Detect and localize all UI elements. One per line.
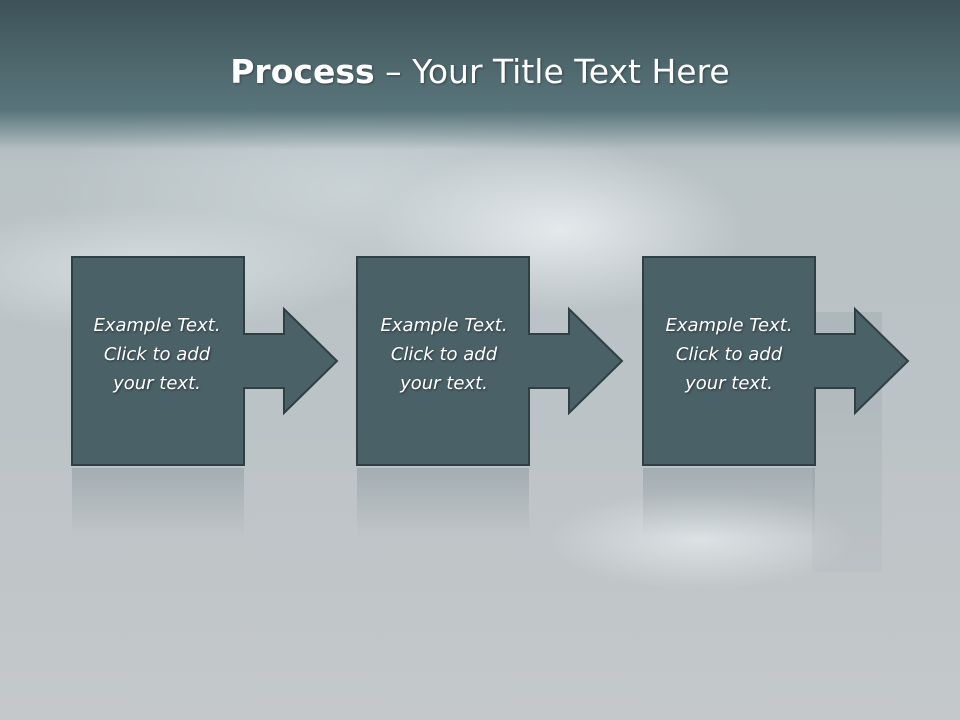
step-2-line-2: Click to add bbox=[390, 344, 498, 365]
title-bold-part: Process bbox=[230, 52, 375, 91]
step-1-text[interactable]: Example Text. Click to add your text. bbox=[70, 311, 244, 398]
step-1-arrow-box[interactable] bbox=[71, 256, 339, 466]
step-3-reflection bbox=[643, 468, 815, 538]
step-2-text[interactable]: Example Text. Click to add your text. bbox=[357, 311, 531, 398]
step-3-line-2: Click to add bbox=[675, 344, 783, 365]
title-band bbox=[0, 0, 960, 150]
step-2-reflection bbox=[357, 468, 529, 538]
step-3-line-1: Example Text. bbox=[665, 315, 793, 336]
step-2-line-3: your text. bbox=[400, 373, 488, 394]
step-1-reflection bbox=[72, 468, 244, 538]
title-rest-part: – Your Title Text Here bbox=[374, 52, 730, 91]
step-2-arrow-box[interactable] bbox=[356, 256, 624, 466]
step-3-text[interactable]: Example Text. Click to add your text. bbox=[642, 311, 816, 398]
step-1-line-3: your text. bbox=[113, 373, 201, 394]
step-1-line-1: Example Text. bbox=[93, 315, 221, 336]
step-1-line-2: Click to add bbox=[103, 344, 211, 365]
step-2-line-1: Example Text. bbox=[380, 315, 508, 336]
step-3-arrow-box[interactable] bbox=[642, 256, 910, 466]
step-3-line-3: your text. bbox=[685, 373, 773, 394]
slide-title[interactable]: Process – Your Title Text Here bbox=[0, 52, 960, 91]
